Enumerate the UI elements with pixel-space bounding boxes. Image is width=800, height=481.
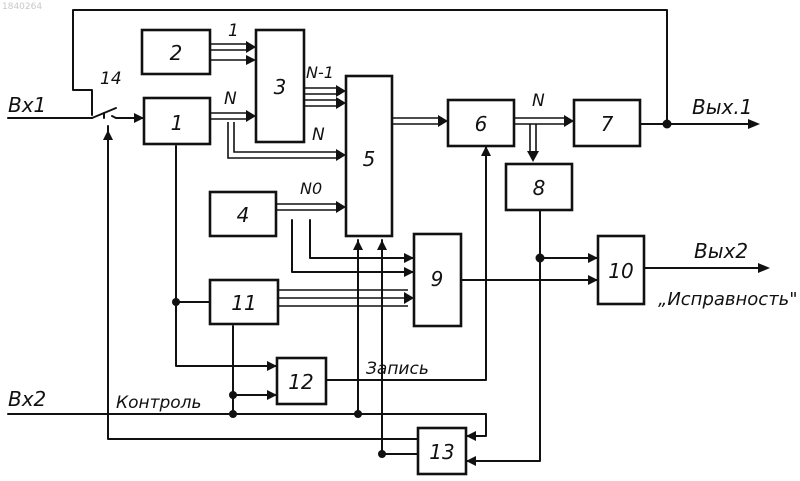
block-6-label: 6 bbox=[475, 112, 488, 136]
signal-control: Контроль bbox=[116, 393, 202, 413]
input-1-label: Вх1 bbox=[8, 93, 46, 117]
block-13: 13 bbox=[418, 428, 466, 474]
block-1: 1 bbox=[144, 98, 210, 144]
block-12: 12 bbox=[277, 358, 326, 404]
signal-bus-from-1: N bbox=[224, 89, 237, 109]
output-2-caption: „Исправность" bbox=[658, 289, 798, 310]
block-5-label: 5 bbox=[363, 147, 376, 171]
block-10: 10 bbox=[598, 236, 644, 304]
block-12-label: 12 bbox=[288, 370, 313, 394]
watermark: 1840264 bbox=[2, 2, 42, 12]
block-2: 2 bbox=[142, 30, 210, 74]
signal-bus-from-2: 1 bbox=[228, 21, 239, 41]
block-9-label: 9 bbox=[431, 267, 444, 291]
block-3-label: 3 bbox=[274, 75, 287, 99]
labels: 14 Вх1 Вх2 Вых.1 Вых2 „Исправность" 1 N … bbox=[8, 21, 798, 413]
block-9: 9 bbox=[414, 234, 461, 326]
signal-write: Запись bbox=[366, 359, 429, 379]
block-7-label: 7 bbox=[601, 112, 614, 136]
blocks: 1 2 3 4 5 6 7 8 bbox=[142, 30, 644, 474]
block-4: 4 bbox=[210, 192, 276, 236]
block-3: 3 bbox=[256, 30, 304, 142]
block-4-label: 4 bbox=[237, 203, 250, 227]
block-10-label: 10 bbox=[608, 259, 633, 283]
block-11-label: 11 bbox=[231, 291, 256, 315]
block-11: 11 bbox=[210, 280, 278, 324]
block-1-label: 1 bbox=[171, 111, 184, 135]
block-8: 8 bbox=[506, 164, 572, 210]
signal-bus-from-6: N bbox=[532, 91, 545, 111]
output-2-label: Вых2 bbox=[694, 239, 748, 263]
switch-14-label: 14 bbox=[100, 69, 122, 89]
block-6: 6 bbox=[448, 100, 514, 146]
signal-bus-from-4: N0 bbox=[300, 179, 322, 198]
input-2-label: Вх2 bbox=[8, 387, 46, 411]
block-7: 7 bbox=[574, 100, 640, 146]
signal-bus-from-3-bottom: N bbox=[312, 125, 325, 145]
block-5: 5 bbox=[346, 76, 392, 236]
block-2-label: 2 bbox=[170, 41, 183, 65]
block-13-label: 13 bbox=[429, 440, 454, 464]
signal-bus-from-3-top: N-1 bbox=[306, 63, 334, 82]
block-8-label: 8 bbox=[533, 176, 546, 200]
output-1-label: Вых.1 bbox=[692, 95, 752, 119]
